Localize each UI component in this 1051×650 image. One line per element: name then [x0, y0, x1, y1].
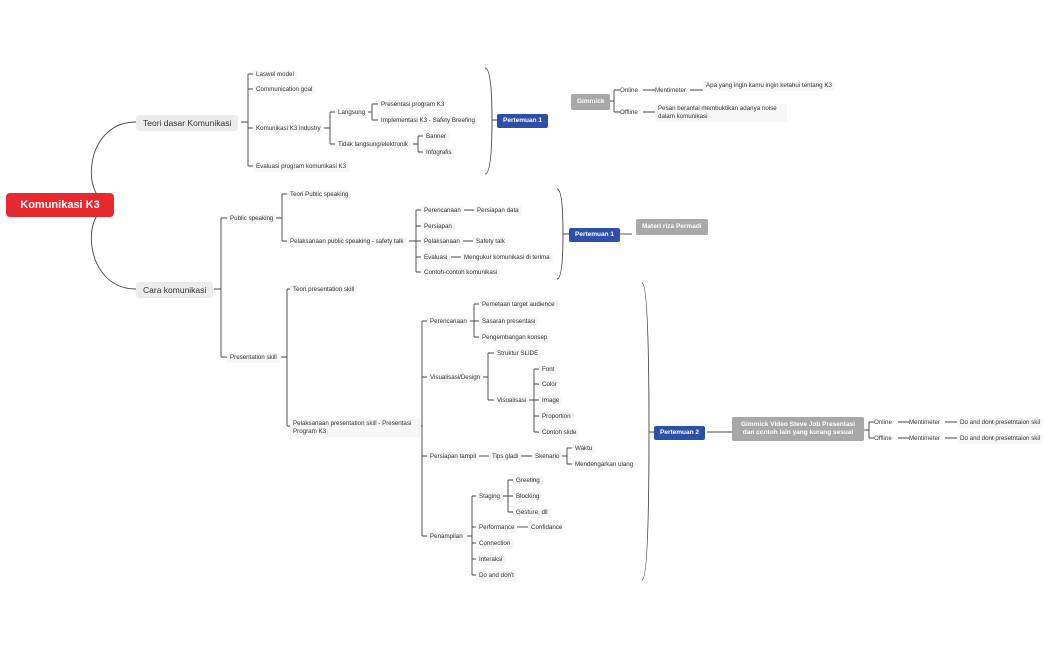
node-safety-talk[interactable]: Safety talk — [473, 237, 508, 247]
node-proportion[interactable]: Proportion — [539, 412, 574, 422]
node-mendengarkan[interactable]: Mendengarkan ulang — [572, 460, 637, 470]
node-implementasi[interactable]: Implementasi K3 - Safety Breefing — [378, 116, 478, 126]
node-langsung[interactable]: Langsung — [335, 108, 369, 118]
node-pres-do-1[interactable]: Do and dont presetntaion skil — [957, 418, 1044, 428]
node-gimmick-apa[interactable]: Apa yang ingin kamu ingin ketahui tentan… — [703, 81, 835, 91]
pertemuan-1-label-a[interactable]: Pertemuan 1 — [497, 114, 549, 128]
node-ps-perencanaan[interactable]: Perencanaan — [421, 206, 464, 216]
node-banner[interactable]: Banner — [423, 132, 449, 142]
node-persiapan-data[interactable]: Persiapan data — [474, 206, 522, 216]
node-pres-mentimeter-1[interactable]: Mentimeter — [909, 419, 940, 426]
node-image[interactable]: Image — [539, 396, 563, 406]
node-penampilan[interactable]: Penampilan — [427, 532, 466, 542]
node-tips-gladi[interactable]: Tips gladi — [489, 452, 522, 462]
node-teori-dasar[interactable]: Teori dasar Komunikasi — [136, 115, 239, 131]
node-greeting[interactable]: Greeting — [513, 476, 543, 486]
node-font[interactable]: Font — [539, 365, 558, 375]
node-mengukur[interactable]: Mengukur komunikasi di terima — [461, 253, 553, 263]
node-communication-goal[interactable]: Communication goal — [253, 85, 316, 95]
pertemuan-2-label[interactable]: Pertemuan 2 — [654, 426, 706, 440]
node-staging[interactable]: Staging — [476, 492, 503, 502]
node-teori-presentation[interactable]: Teori presentation skill — [290, 285, 358, 295]
node-skenario[interactable]: Skenario — [532, 452, 563, 462]
node-persiapan-tampil[interactable]: Persiapan tampil — [427, 452, 480, 462]
node-ps-persiapan[interactable]: Persiapan — [421, 222, 455, 232]
node-pres-do-2[interactable]: Do and dont presetntaion skil — [957, 434, 1044, 444]
node-gesture[interactable]: Gesture, dll — [513, 508, 551, 518]
node-sasaran[interactable]: Sasaran presentasi — [479, 317, 539, 327]
node-pelaksanaan-presentation[interactable]: Pelaksanaan presentation skill - Present… — [290, 419, 421, 437]
node-performance[interactable]: Performance — [476, 523, 518, 533]
node-pengembangan[interactable]: Pengembangan konsep — [479, 333, 551, 343]
node-public-speaking[interactable]: Public speaking — [227, 214, 277, 224]
node-gimmick[interactable]: Gimmick — [571, 94, 611, 110]
node-contoh-komunikasi[interactable]: Contoh-contoh komunikasi — [421, 268, 501, 278]
node-infografis[interactable]: Infografis — [423, 148, 455, 158]
node-visualisasi-design[interactable]: Visualisasi/Design — [427, 373, 484, 383]
node-pres-mentimeter-2[interactable]: Mentimeter — [909, 435, 940, 442]
node-ps-pelaksanaan[interactable]: Pelaksanaan — [421, 237, 463, 247]
node-tidak-langsung[interactable]: Tidak langsung/elektronik — [335, 140, 411, 150]
node-evaluasi-program[interactable]: Evaluasi program komunikasi K3 — [253, 162, 350, 172]
node-gimmick-pesan[interactable]: Pesan berantai membuktikan adanya noise … — [655, 104, 787, 122]
root-node[interactable]: Komunikasi K3 — [6, 193, 114, 217]
node-gimmick-online[interactable]: Online — [620, 87, 638, 94]
node-pres-online[interactable]: Online — [874, 419, 892, 426]
node-visualisasi[interactable]: Visualisasi — [494, 396, 530, 406]
node-presentation-skill[interactable]: Presentation skill — [227, 353, 280, 363]
node-interaksi[interactable]: Interaksi — [476, 555, 506, 565]
node-k3-industry[interactable]: Komunikasi K3 industry — [253, 124, 324, 134]
node-cara-komunikasi[interactable]: Cara komunikasi — [136, 282, 214, 298]
node-pemetaan[interactable]: Pemetaan target audience — [479, 300, 558, 310]
node-color[interactable]: Color — [539, 380, 560, 390]
node-do-and-dont[interactable]: Do and don't — [476, 571, 517, 581]
node-confidance[interactable]: Confidance — [528, 523, 566, 533]
node-pres-perencanaan[interactable]: Perencanaan — [427, 317, 470, 327]
pertemuan-1-label-b[interactable]: Pertemuan 1 — [569, 228, 621, 242]
node-pelaksanaan-public[interactable]: Pelaksanaan public speaking - safety tal… — [287, 237, 407, 247]
node-pres-offline[interactable]: Offline — [874, 435, 892, 442]
node-ps-evaluasi[interactable]: Evaluasi — [421, 253, 451, 263]
node-gimmick-offline[interactable]: Offline — [620, 109, 638, 116]
node-materi-riza[interactable]: Materi riza Permadi — [636, 219, 708, 235]
node-connection[interactable]: Connection — [476, 539, 514, 549]
node-presentasi-program[interactable]: Presentasi program K3 — [378, 100, 448, 110]
node-struktur-slide[interactable]: Struktur SLIDE — [494, 349, 542, 359]
node-blocking[interactable]: Blocking — [513, 492, 543, 502]
node-laswel[interactable]: Laswel model — [253, 70, 297, 80]
node-gimmick-video[interactable]: Gimmick Video Steve Job Presentasi dan c… — [732, 417, 864, 441]
node-contoh-slide[interactable]: Contoh slide — [539, 428, 580, 438]
node-teori-public[interactable]: Teori Public speaking — [287, 190, 352, 200]
node-waktu[interactable]: Waktu — [572, 444, 596, 454]
node-gimmick-mentimeter[interactable]: Mentimeter — [655, 87, 686, 94]
